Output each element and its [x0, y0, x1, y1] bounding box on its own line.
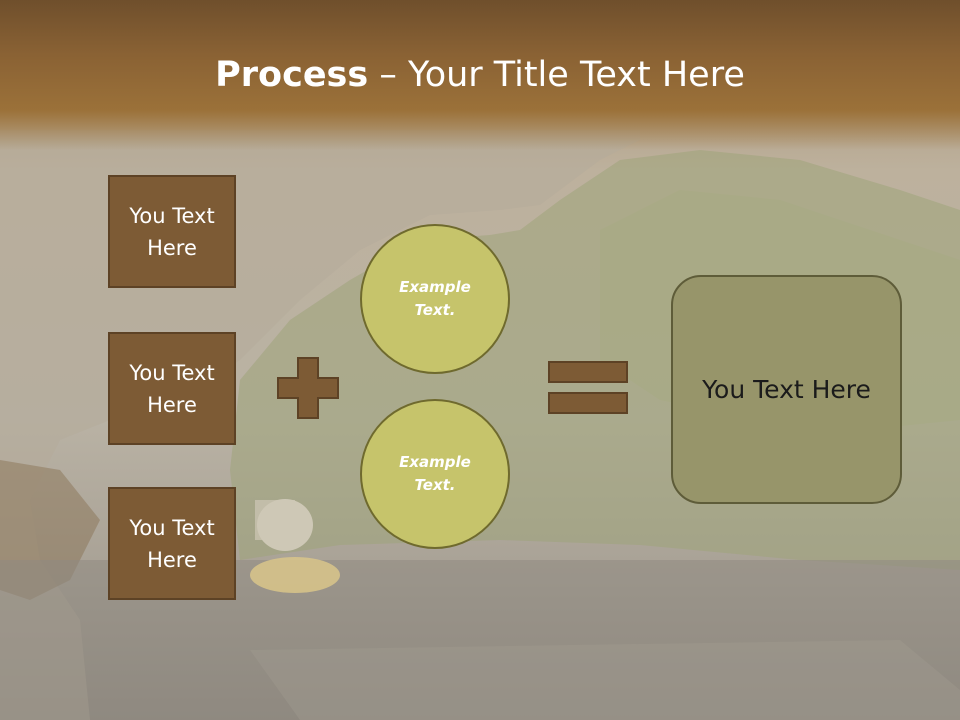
result-box[interactable]: You Text Here: [671, 275, 902, 504]
title-bold: Process: [215, 55, 369, 95]
result-label: You Text Here: [702, 375, 871, 404]
text-box-label: You Text Here: [129, 203, 215, 260]
example-circle-1[interactable]: Example Text.: [360, 224, 510, 374]
text-box-3[interactable]: You Text Here: [108, 487, 236, 600]
circle-label: Example Text.: [399, 278, 471, 319]
title-rest: – Your Title Text Here: [368, 55, 745, 95]
circle-label: Example Text.: [399, 453, 471, 494]
plus-icon: [277, 357, 339, 419]
text-box-1[interactable]: You Text Here: [108, 175, 236, 288]
equals-icon: [548, 361, 628, 414]
slide-title: Process – Your Title Text Here: [0, 50, 960, 100]
text-box-2[interactable]: You Text Here: [108, 332, 236, 445]
example-circle-2[interactable]: Example Text.: [360, 399, 510, 549]
text-box-label: You Text Here: [129, 515, 215, 572]
text-box-label: You Text Here: [129, 360, 215, 417]
title-band: [0, 0, 960, 150]
